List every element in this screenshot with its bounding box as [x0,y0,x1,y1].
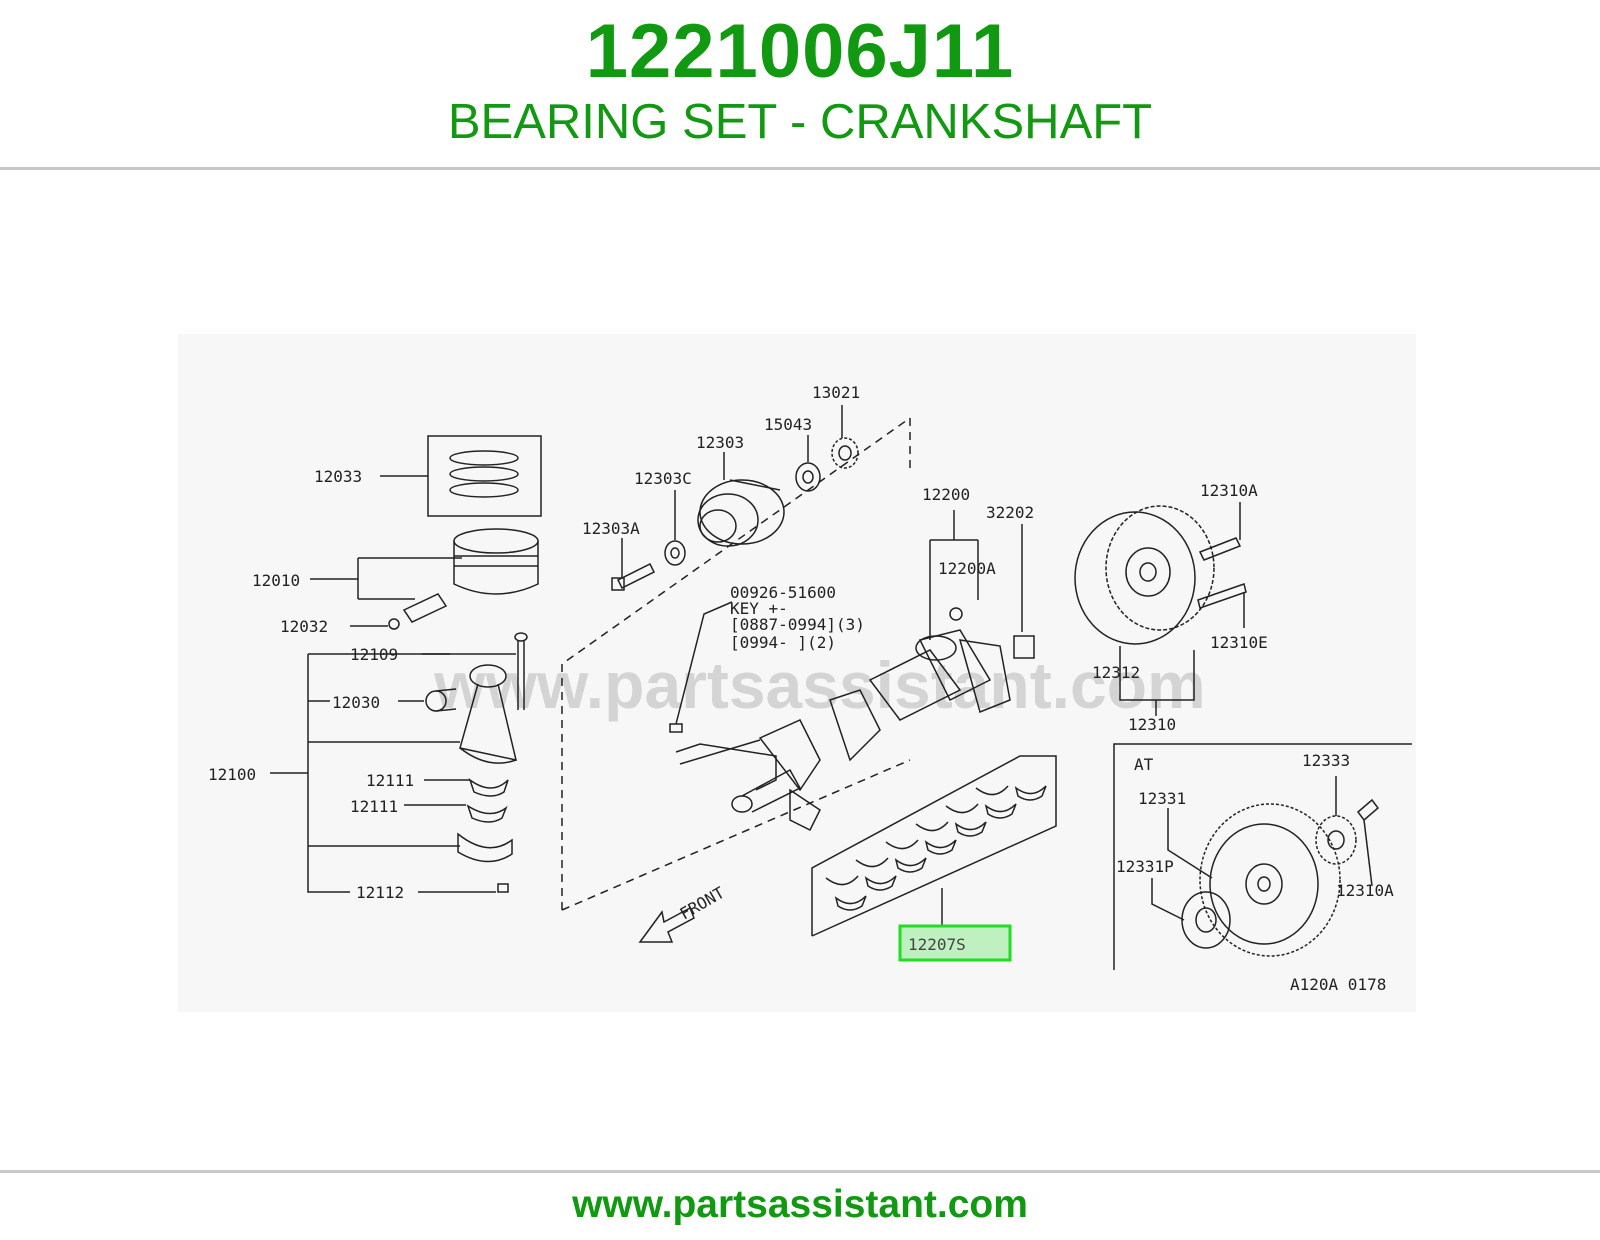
label-key-part[interactable]: 00926-51600 [730,583,836,602]
label-front: FRONT [677,883,729,924]
label-12032[interactable]: 12032 [280,617,328,636]
label-at: AT [1134,755,1154,774]
flywheel-icon [1074,505,1215,645]
piston-icon [453,528,539,595]
reinforcement-plate-icon [1315,815,1357,865]
highlighted-part-box[interactable] [898,924,1012,962]
label-12109[interactable]: 12109 [350,645,398,664]
label-12310[interactable]: 12310 [1128,715,1176,734]
rod-bearing-lower-icon [466,804,508,823]
label-12312[interactable]: 12312 [1092,663,1140,682]
label-12331P[interactable]: 12331P [1116,857,1174,876]
spacer-icon [795,462,821,492]
header-divider [0,167,1600,170]
front-arrow-icon [638,906,695,943]
footer-website-link[interactable]: www.partsassistant.com [572,1183,1028,1226]
label-12207S[interactable]: 12207S [908,935,966,954]
at-section-box [1113,743,1412,970]
label-12303C[interactable]: 12303C [634,469,692,488]
label-32202[interactable]: 32202 [986,503,1034,522]
crank-pin-icon [949,607,963,621]
label-12033[interactable]: 12033 [314,467,362,486]
rod-bearing-upper-icon [468,778,509,797]
main-bearing-set-icon [825,785,1047,911]
label-12331[interactable]: 12331 [1138,789,1186,808]
bearing-set-box [811,755,1057,937]
label-key-range-1: [0887-0994](3) [730,615,865,634]
label-key-name: KEY +- [730,599,788,618]
page-header: 1221006J11 BEARING SET - CRANKSHAFT [0,0,1600,168]
label-key-range-2: [0994- ](2) [730,633,836,652]
crankshaft-icon [731,629,1011,832]
piston-ring-box [427,435,542,517]
connecting-rod-icon [459,632,528,764]
diagram-background [178,334,1416,1012]
label-12200A[interactable]: 12200A [938,559,996,578]
label-13021[interactable]: 13021 [812,383,860,402]
label-12303[interactable]: 12303 [696,433,744,452]
crank-sprocket-icon [831,437,859,469]
snap-ring-icon [388,618,400,630]
part-name-subtitle: BEARING SET - CRANKSHAFT [447,95,1153,149]
watermark-text: www.partsassistant.com [433,648,1205,722]
rod-cap-icon [457,832,513,863]
label-12310A-top[interactable]: 12310A [1200,481,1258,500]
part-number-title: 1221006J11 [585,9,1015,94]
rod-bushing-icon [425,688,457,712]
label-12310E[interactable]: 12310E [1210,633,1268,652]
label-12303A[interactable]: 12303A [582,519,640,538]
rod-nut-icon [497,883,509,893]
pilot-bushing-icon [1013,635,1035,659]
label-12111-lower[interactable]: 12111 [350,797,398,816]
label-12111-upper[interactable]: 12111 [366,771,414,790]
piston-ring-icon [449,450,519,498]
label-12310A-at[interactable]: 12310A [1336,881,1394,900]
flywheel-bolt-icon [1198,537,1242,561]
cover-plate-icon [1181,891,1231,949]
label-12333[interactable]: 12333 [1302,751,1350,770]
label-12100[interactable]: 12100 [208,765,256,784]
crank-pulley-icon [697,479,785,547]
label-12200[interactable]: 12200 [922,485,970,504]
drive-plate-bolt-icon [1356,798,1380,822]
footer-divider [0,1170,1600,1173]
drive-plate-icon [1199,803,1341,957]
label-12030[interactable]: 12030 [332,693,380,712]
label-12112[interactable]: 12112 [356,883,404,902]
label-12010[interactable]: 12010 [252,571,300,590]
crank-key-icon [669,723,683,733]
piston-pin-icon [402,593,448,623]
pulley-washer-icon [664,540,686,566]
dowel-pin-icon [1197,583,1247,609]
label-15043[interactable]: 15043 [764,415,812,434]
pulley-bolt-icon [611,562,656,591]
diagram-code: A120A 0178 [1290,975,1386,994]
